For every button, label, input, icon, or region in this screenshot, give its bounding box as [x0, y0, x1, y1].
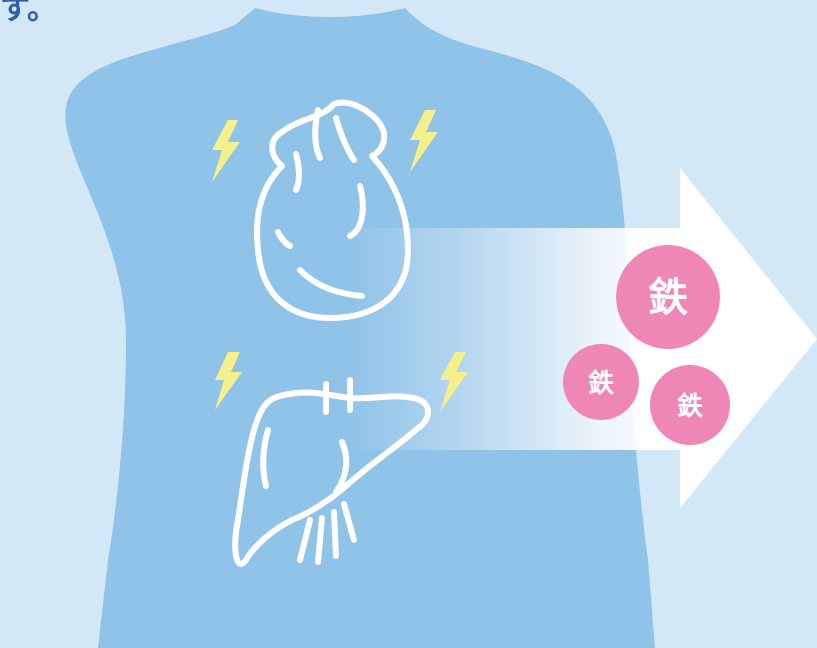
arrow-head	[680, 168, 817, 508]
iron-circle-left: 鉄	[563, 344, 639, 420]
iron-label-right: 鉄	[677, 391, 703, 422]
iron-circle-large: 鉄	[616, 245, 720, 349]
iron-label-left: 鉄	[588, 368, 614, 399]
iron-label-large: 鉄	[648, 275, 688, 321]
iron-circle-right: 鉄	[650, 365, 730, 445]
